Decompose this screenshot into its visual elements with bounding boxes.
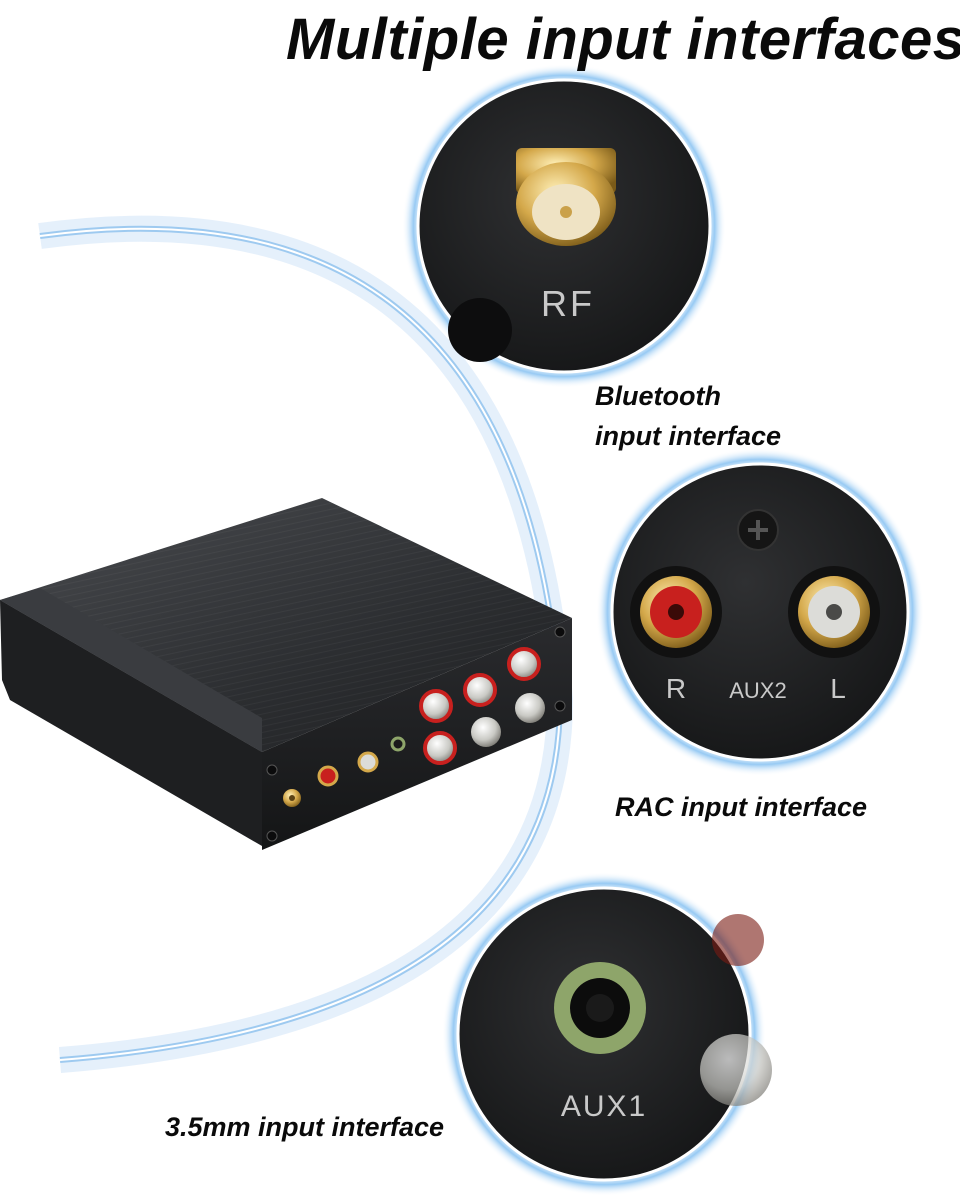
rca-zoom-panel: R AUX2 L (596, 448, 924, 776)
rca-jack-right-icon (630, 566, 722, 658)
caption-bluetooth-line2: input interface (595, 421, 782, 451)
rf-sma-connector-icon (516, 148, 616, 246)
rf-zoom-panel: RF (402, 64, 726, 388)
audio-jack-icon (554, 962, 646, 1054)
caption-3-5mm: 3.5mm input interface (165, 1112, 445, 1142)
rf-label: RF (541, 283, 595, 324)
aux1-label: AUX1 (561, 1090, 647, 1123)
page-title: Multiple input interfaces (286, 7, 960, 72)
caption-bluetooth: Bluetooth input interface (595, 376, 781, 456)
aux1-zoom-panel: AUX1 (442, 872, 772, 1196)
rca-left-label: L (830, 673, 846, 704)
caption-rca: RAC input interface (615, 792, 868, 822)
rca-jack-left-icon (788, 566, 880, 658)
caption-bluetooth-line1: Bluetooth (595, 381, 721, 411)
amplifier-device (0, 498, 572, 850)
rca-right-label: R (666, 673, 686, 704)
screw-icon (737, 509, 779, 551)
rca-aux2-label: AUX2 (729, 678, 786, 703)
speaker-terminals (419, 647, 545, 765)
